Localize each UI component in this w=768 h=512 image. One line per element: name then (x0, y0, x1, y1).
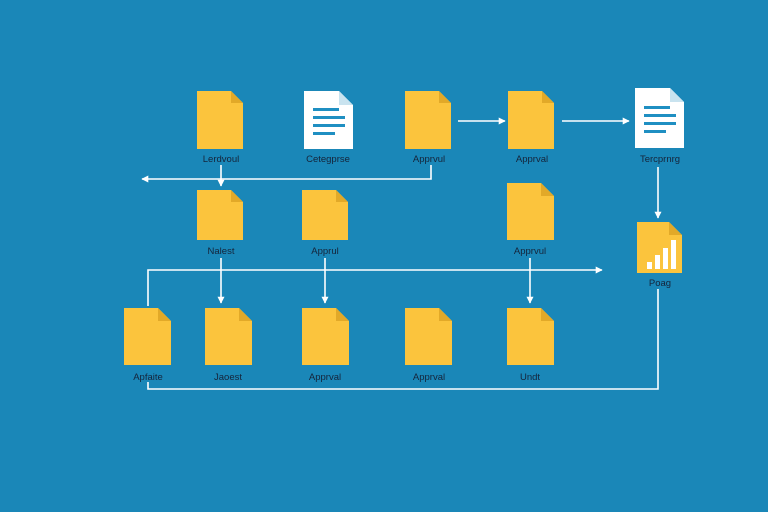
connector-apfaite-to-poag-line (147, 266, 603, 306)
node-label-nalest: Nalest (207, 246, 235, 257)
connector-return-left (141, 165, 432, 183)
node-jaoest (205, 308, 252, 365)
node-label-apprvul: Apprvul (412, 154, 446, 165)
node-label-lerdvoul: Lerdvoul (202, 154, 240, 165)
node-tercprnrg (635, 88, 684, 148)
node-label-jaoest: Jaoest (214, 372, 242, 383)
node-label-apprvul-row2: Apprvul (513, 246, 547, 257)
node-label-undt: Undt (519, 372, 541, 383)
node-label-cetegprse: Cetegprse (306, 154, 350, 165)
node-label-tercprnrg: Tercprnrg (639, 154, 681, 165)
folder-icon (508, 91, 554, 149)
node-label-poag: Poag (648, 278, 672, 289)
folder-icon (405, 308, 452, 365)
document-icon (635, 88, 684, 148)
folder-icon (124, 308, 171, 365)
node-label-apfaite: Apfaite (133, 372, 163, 383)
node-apprvul (405, 91, 451, 149)
folder-icon (197, 190, 243, 240)
node-apprvul-row2 (507, 183, 554, 240)
node-apprval (508, 91, 554, 149)
node-label-apprval: Apprval (515, 154, 549, 165)
folder-icon (507, 308, 554, 365)
folder-icon (405, 91, 451, 149)
node-label-apprul: Apprul (311, 246, 339, 257)
folder-icon (197, 91, 243, 149)
node-label-apprval-row3a: Apprval (308, 372, 342, 383)
folder-icon (302, 190, 348, 240)
node-apprul (302, 190, 348, 240)
node-apprval-row3b (405, 308, 452, 365)
node-label-apprval-row3b: Apprval (412, 372, 446, 383)
node-apprval-row3a (302, 308, 349, 365)
node-cetegprse (304, 91, 353, 149)
folder-icon (507, 183, 554, 240)
node-poag (637, 222, 682, 273)
connectors (141, 117, 662, 390)
node-apfaite (124, 308, 171, 365)
node-undt (507, 308, 554, 365)
folder-icon (205, 308, 252, 365)
node-nalest (197, 190, 243, 240)
folder-icon (302, 308, 349, 365)
node-lerdvoul (197, 91, 243, 149)
document-icon (304, 91, 353, 149)
connector-poag-loop-back (147, 289, 659, 390)
chart-icon (637, 222, 682, 273)
